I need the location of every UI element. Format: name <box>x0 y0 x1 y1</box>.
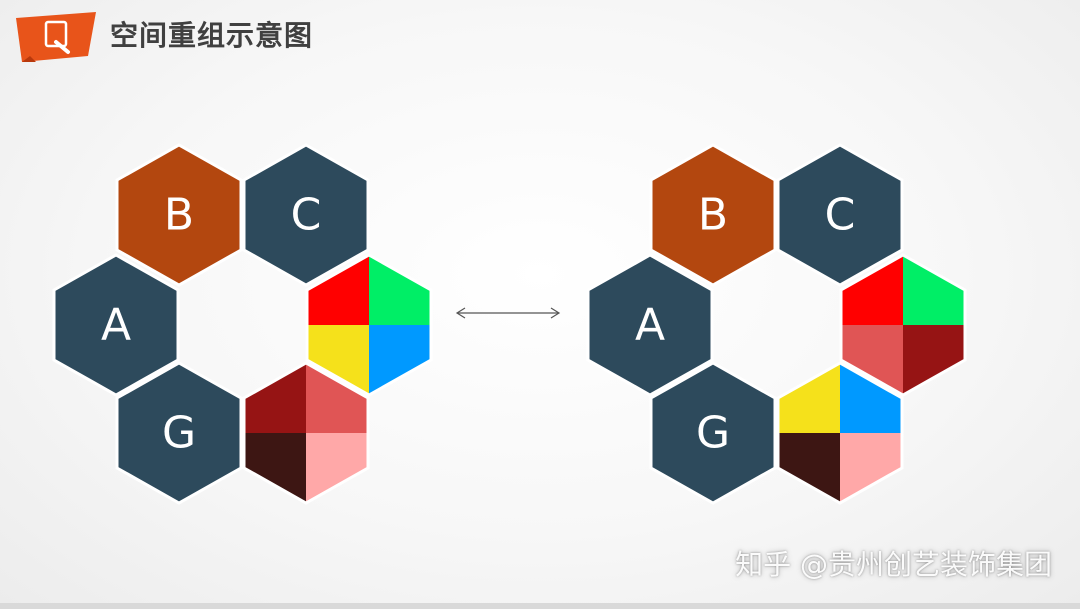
right-color-hex-upper-red <box>841 255 903 325</box>
right-hex-c <box>776 143 904 287</box>
right-hex-g <box>649 361 777 505</box>
right-color-hex-upper-green <box>903 255 965 325</box>
left-hex-a-label: A <box>101 300 131 351</box>
left-hex-group: B C A G <box>52 143 433 505</box>
right-hex-a-label: A <box>635 300 665 351</box>
page-title: 空间重组示意图 <box>110 19 314 52</box>
left-color-hex-primary-green <box>369 255 431 325</box>
document-icon <box>44 20 68 48</box>
right-hex-b-label: B <box>698 190 728 241</box>
left-color-hex-primary-yellow <box>307 325 369 395</box>
right-color-hex-upper-darkred <box>903 325 965 395</box>
left-color-hex-warm-darkred <box>244 363 306 433</box>
two-way-arrow-icon <box>455 307 561 319</box>
left-hex-b <box>115 143 243 287</box>
right-color-hex-lower-yellow <box>778 363 840 433</box>
left-hex-c-label: C <box>291 190 322 241</box>
left-hex-a <box>52 253 180 397</box>
right-color-hex-upper-salmon <box>841 325 903 395</box>
right-hex-g-label: G <box>696 408 730 459</box>
right-hex-group: B C A G <box>586 143 967 505</box>
left-color-hex-primary <box>305 253 433 397</box>
right-color-hex-lower-pink <box>840 433 902 503</box>
footer-divider <box>0 603 1080 609</box>
left-hex-c <box>242 143 370 287</box>
right-color-hex-lower-blue <box>840 363 902 433</box>
right-color-hex-lower <box>776 361 904 505</box>
right-color-hex-lower-brown <box>778 433 840 503</box>
left-hex-b-label: B <box>164 190 194 241</box>
left-hex-g <box>115 361 243 505</box>
right-hex-c-label: C <box>825 190 856 241</box>
left-color-hex-primary-blue <box>369 325 431 395</box>
pen-icon <box>54 40 70 54</box>
right-color-hex-upper <box>839 253 967 397</box>
right-hex-a <box>586 253 714 397</box>
left-color-hex-warm <box>242 361 370 505</box>
left-color-hex-warm-salmon <box>306 363 368 433</box>
right-hex-b <box>649 143 777 287</box>
left-color-hex-primary-red <box>307 255 369 325</box>
title-badge-icon <box>16 12 96 62</box>
left-hex-g-label: G <box>162 408 196 459</box>
left-color-hex-warm-brown <box>244 433 306 503</box>
watermark-text: 知乎 @贵州创艺装饰集团 <box>735 548 1052 581</box>
left-color-hex-warm-pink <box>306 433 368 503</box>
